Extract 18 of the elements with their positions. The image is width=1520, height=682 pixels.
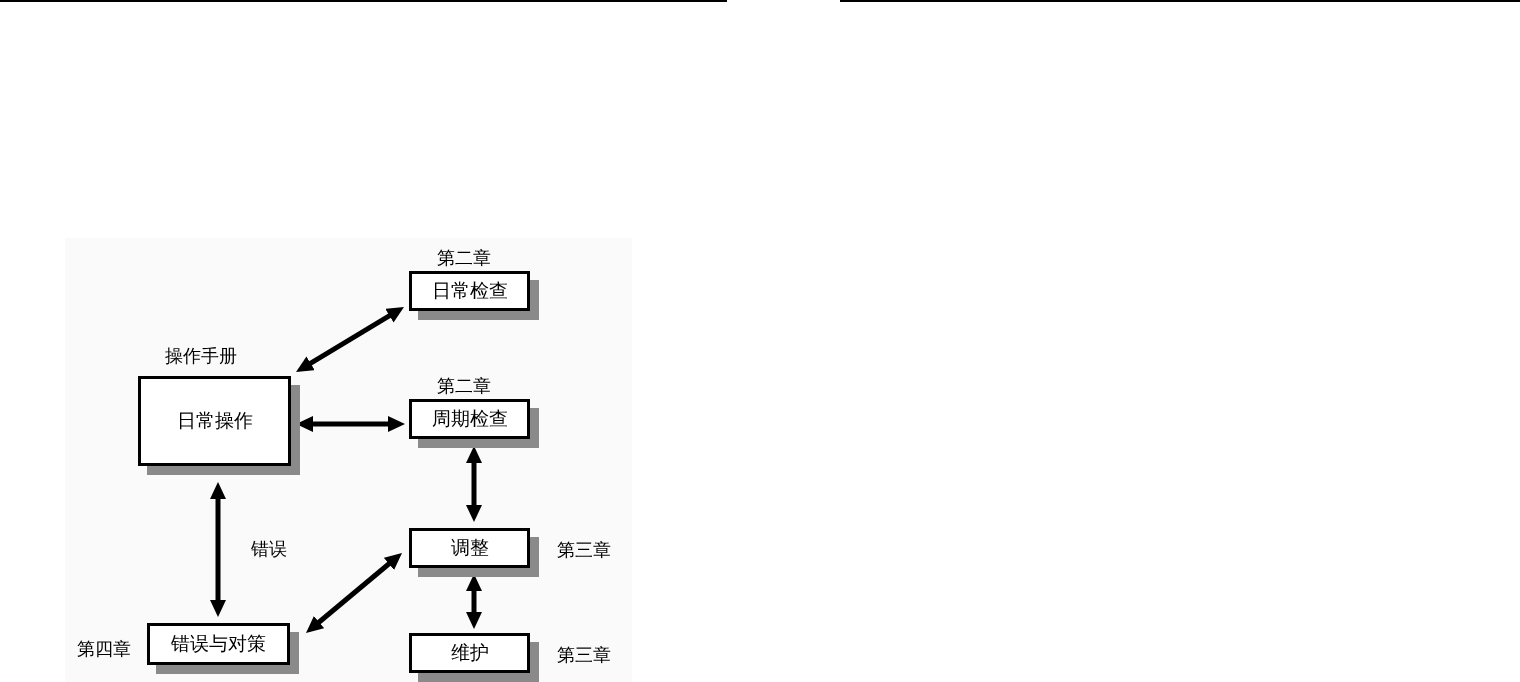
- box-label: 维护: [450, 640, 489, 665]
- double-arrow: [466, 574, 482, 629]
- double-arrow: [296, 307, 404, 372]
- box-label: 日常检查: [431, 278, 508, 303]
- double-arrow: [466, 446, 482, 522]
- box-label: 调整: [450, 535, 489, 560]
- chapter-label: 操作手册: [165, 344, 237, 368]
- chapter-label: 第二章: [437, 374, 491, 398]
- chapter-label: 第二章: [437, 246, 491, 270]
- box-label: 日常操作: [176, 408, 253, 433]
- chapter-label: 第四章: [77, 637, 131, 661]
- double-arrow: [210, 482, 226, 617]
- edge-label: 错误: [251, 537, 287, 561]
- box-label: 错误与对策: [171, 631, 266, 656]
- double-arrow: [306, 553, 402, 633]
- chapter-label: 第三章: [557, 538, 611, 562]
- box-label: 周期检查: [431, 406, 508, 431]
- chapter-label: 第三章: [557, 643, 611, 667]
